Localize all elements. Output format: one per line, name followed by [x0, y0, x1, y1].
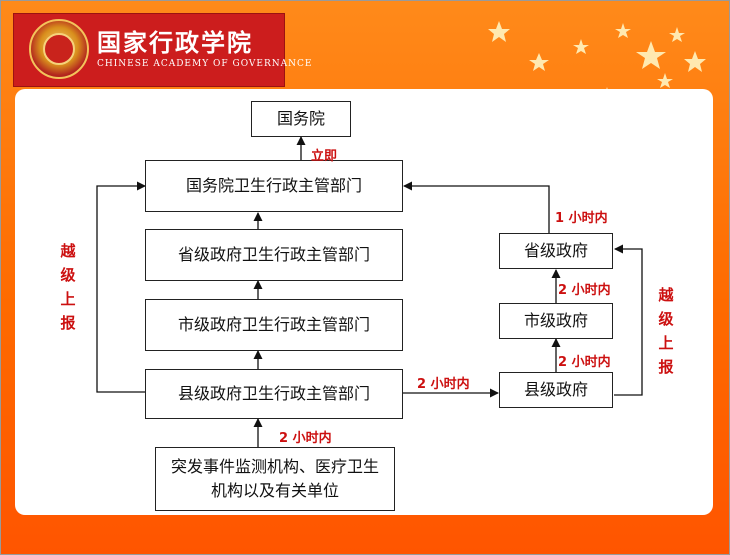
label-one-hour: 1 小时内 [555, 211, 608, 226]
label-two-hours-horizontal: 2 小时内 [417, 377, 470, 392]
monitoring-units-box: 突发事件监测机构、医疗卫生机构以及有关单位 [155, 447, 395, 511]
star-icon [529, 53, 549, 71]
star-icon [488, 21, 510, 42]
county-health-dept-box: 县级政府卫生行政主管部门 [145, 369, 403, 419]
arrow-provincial-gov-to-state-health [403, 181, 550, 233]
star-icon [615, 23, 631, 38]
arrow-county-gov-skip-to-provincial-gov [614, 244, 643, 396]
state-council-box: 国务院 [251, 101, 351, 137]
header-title: 国家行政学院 [97, 28, 253, 57]
municipal-health-dept-box: 市级政府卫生行政主管部门 [145, 299, 403, 351]
star-icon [636, 41, 666, 69]
star-icon [657, 73, 673, 88]
label-two-hours-municipal: 2 小时内 [558, 283, 611, 298]
provincial-gov-box: 省级政府 [499, 233, 613, 269]
national-emblem-icon [29, 19, 89, 79]
label-skip-level-left: 越级上报 [60, 242, 76, 332]
county-gov-box: 县级政府 [499, 372, 613, 408]
label-two-hours-units: 2 小时内 [279, 431, 332, 446]
header-subtitle: CHINESE ACADEMY OF GOVERNANCE [97, 59, 313, 69]
diagram-panel: 国务院 国务院卫生行政主管部门 省级政府卫生行政主管部门 市级政府卫生行政主管部… [15, 89, 713, 515]
label-immediately: 立即 [311, 149, 338, 164]
star-icon [669, 27, 685, 42]
state-health-dept-box: 国务院卫生行政主管部门 [145, 160, 403, 212]
star-icon [684, 51, 706, 72]
connector-lines [96, 136, 643, 447]
arrow-county-skip-to-state-health [96, 181, 146, 393]
municipal-gov-box: 市级政府 [499, 303, 613, 339]
label-two-hours-county: 2 小时内 [558, 355, 611, 370]
provincial-health-dept-box: 省级政府卫生行政主管部门 [145, 229, 403, 281]
label-skip-level-right: 越级上报 [658, 286, 674, 376]
star-icon [573, 39, 589, 54]
